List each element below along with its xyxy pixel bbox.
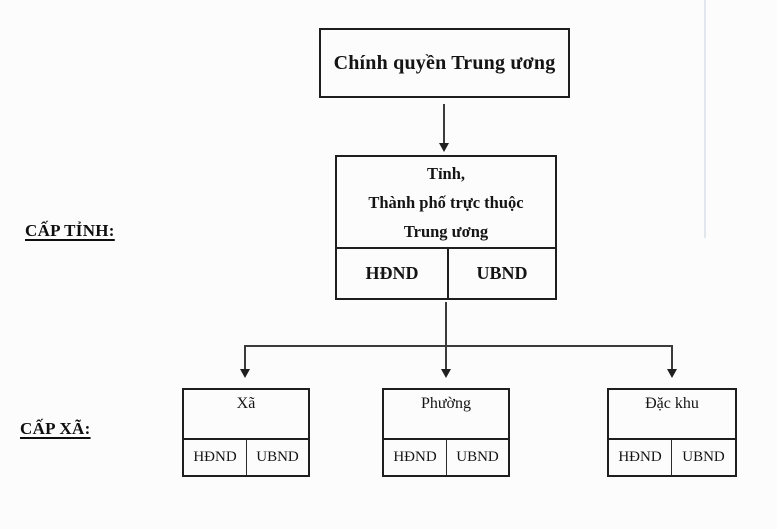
level-label-commune: CẤP XÃ: — [20, 419, 91, 438]
province-box-title: Tỉnh, Thành phố trực thuộc Trung ương — [337, 157, 555, 247]
province-hdnd-cell: HĐND — [365, 263, 419, 283]
commune-xa-ubnd-cell: UBND — [246, 440, 308, 475]
commune-box-xa-cells-row: HĐND UBND — [184, 438, 308, 475]
province-box: Tỉnh, Thành phố trực thuộc Trung ương HĐ… — [335, 155, 557, 300]
arrow-down-icon — [439, 143, 449, 152]
commune-box-phuong-title: Phường — [420, 395, 472, 412]
connector-branch-horizontal-line — [244, 345, 673, 347]
commune-box-dac-khu: Đặc khu HĐND UBND — [607, 388, 737, 477]
connector-province-stem-line — [445, 302, 447, 346]
scan-artifact-line — [704, 0, 706, 238]
commune-phuong-ubnd-cell: UBND — [446, 440, 508, 475]
commune-box-dac-khu-cells-row: HĐND UBND — [609, 438, 735, 475]
central-government-box: Chính quyền Trung ương — [319, 28, 570, 98]
commune-dac-khu-ubnd-cell: UBND — [671, 440, 735, 475]
province-ubnd-cell: UBND — [447, 249, 555, 298]
commune-phuong-hdnd-cell: HĐND — [393, 449, 437, 465]
commune-xa-hdnd-cell: HĐND — [193, 449, 237, 465]
central-government-label: Chính quyền Trung ương — [333, 51, 556, 74]
connector-branch-right-line — [671, 345, 673, 371]
province-cells-row: HĐND UBND — [337, 247, 555, 298]
connector-branch-left-line — [244, 345, 246, 371]
connector-branch-middle-line — [445, 346, 447, 371]
province-title-line-2: Thành phố trực thuộc — [368, 192, 524, 212]
province-title-line-1: Tỉnh, — [426, 163, 466, 183]
connector-central-to-province-line — [443, 104, 445, 144]
commune-box-phuong: Phường HĐND UBND — [382, 388, 510, 477]
commune-box-xa-title: Xã — [236, 395, 256, 412]
commune-dac-khu-hdnd-cell: HĐND — [618, 449, 662, 465]
arrow-down-icon — [441, 369, 451, 378]
commune-box-xa: Xã HĐND UBND — [182, 388, 310, 477]
arrow-down-icon — [240, 369, 250, 378]
level-label-province: CẤP TỈNH: — [25, 221, 115, 240]
commune-box-phuong-cells-row: HĐND UBND — [384, 438, 508, 475]
province-title-line-3: Trung ương — [403, 221, 489, 241]
commune-box-dac-khu-title: Đặc khu — [645, 395, 699, 412]
arrow-down-icon — [667, 369, 677, 378]
